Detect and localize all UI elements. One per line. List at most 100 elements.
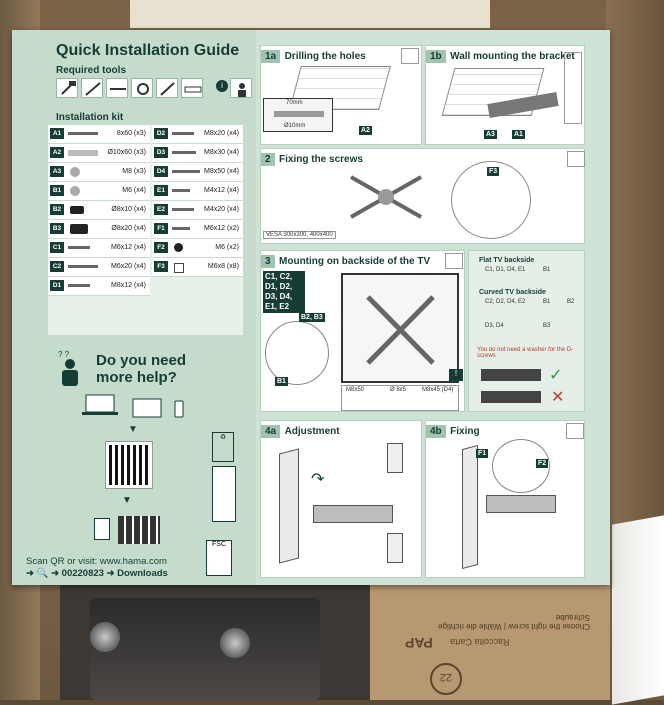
insert-side-text: Choose the right screw | Wähle die richt…	[438, 613, 590, 631]
tag-f1: F1	[476, 449, 489, 458]
tag-a3: A3	[484, 130, 497, 139]
person-question-icon: ? ?	[56, 348, 84, 386]
screwdriver-icon	[81, 78, 103, 98]
screw-m8x50: M8x50	[346, 387, 365, 393]
svg-text:? ?: ? ?	[58, 350, 70, 359]
step-2-panel: 2 Fixing the screws F3 VESA 300x300, 400…	[260, 148, 585, 244]
level-icon	[181, 78, 203, 98]
screwdriver-icon	[445, 253, 463, 269]
installation-kit-heading: Installation kit	[56, 112, 124, 123]
wrench-icon	[131, 78, 153, 98]
step-title: Drilling the holes	[284, 51, 366, 62]
warning-icon: !	[449, 369, 463, 381]
tilt-arrow-icon: ↷	[311, 471, 325, 488]
wall-plate-drawing	[387, 533, 403, 563]
screwdriver-icon	[567, 151, 585, 167]
tools-sidebar	[564, 52, 582, 124]
vesa-plate-drawing	[341, 167, 431, 227]
help-line-1: Do you need	[96, 352, 187, 369]
right-box-flap	[606, 0, 664, 560]
flat-b1: B1	[543, 267, 551, 273]
tablet-icon	[132, 398, 162, 418]
curved-b2: B2	[567, 299, 575, 305]
tag-f2: F2	[536, 459, 549, 468]
wall-plate-drawing	[387, 443, 403, 473]
arm-drawing	[313, 505, 393, 523]
vesa-label: VESA 300x300, 400x400	[263, 231, 336, 239]
manual-icon	[94, 518, 110, 540]
tv-side-drawing	[279, 448, 299, 564]
bracket-arm	[90, 598, 320, 700]
tv-back-drawing	[341, 273, 459, 383]
pencil-icon	[156, 78, 178, 98]
step-number: 4b	[426, 425, 446, 438]
recycle-text: Raccolta Carta	[450, 637, 510, 647]
step-4b-panel: 4b Fixing F1 F2	[425, 420, 585, 578]
tag-a2: A2	[359, 126, 372, 135]
step-number: 1a	[261, 50, 281, 63]
step-number: 4a	[261, 425, 281, 438]
qr-code[interactable]	[106, 442, 152, 488]
info-icon: i	[216, 80, 228, 92]
step-number: 1b	[426, 50, 446, 63]
screwdriver-icon	[566, 423, 584, 439]
scan-text: Scan QR or visit: www.hama.com	[26, 556, 167, 567]
step-title: Wall mounting the bracket	[450, 51, 575, 62]
check-icon: ✓	[549, 367, 563, 384]
hammer-icon	[56, 78, 78, 98]
step-title: Fixing	[450, 426, 480, 437]
flat-title: Flat TV backside	[479, 257, 535, 264]
spacer-8x5: Ø 8x5	[390, 387, 407, 393]
help-line-2: more help?	[96, 369, 177, 386]
helper-icon	[230, 78, 252, 98]
drill-bit-icon	[106, 78, 128, 98]
guide-title: Quick Installation Guide	[56, 42, 240, 59]
top-flap-edge	[130, 0, 490, 28]
diameter-label: Ø10mm	[284, 123, 306, 129]
download-pages-icon	[118, 516, 160, 544]
cross-icon: ✕	[551, 389, 565, 406]
curved-b1: B1	[543, 299, 551, 305]
detail-circle	[265, 321, 329, 385]
step-1a-panel: 1a Drilling the holes 70mm Ø10mm A2	[260, 45, 422, 145]
laptop-icon	[82, 394, 118, 416]
d-b3: B3	[543, 323, 551, 329]
white-box-wall	[612, 515, 664, 705]
step-4a-panel: 4a Adjustment ↷	[260, 420, 422, 578]
drill-diagram: 70mm Ø10mm	[263, 98, 333, 132]
d-codes: D3, D4	[485, 323, 504, 329]
required-tools-heading: Required tools	[56, 65, 127, 76]
depth-label: 70mm	[286, 100, 303, 106]
arrow-down-icon: ▼	[128, 424, 138, 435]
screw-m8x45: M8x45 (D4)	[422, 387, 454, 393]
step-number: 3	[261, 255, 275, 268]
flat-codes: C1, D1, D4, E1	[485, 267, 526, 273]
tag-a1: A1	[512, 130, 525, 139]
curved-title: Curved TV backside	[479, 289, 546, 296]
screw-codes: C1, C2, D1, D2, D3, D4, E1, E2	[263, 271, 305, 313]
bolt-right	[220, 628, 250, 658]
bolt-left	[90, 622, 120, 652]
tag-b1: B1	[275, 377, 288, 386]
detail-circle	[451, 161, 531, 239]
recycle-icon: 22	[430, 663, 462, 695]
correct-screw-drawing	[481, 369, 541, 381]
arrow-down-icon: ▼	[122, 495, 132, 506]
recycle-code: PAP	[405, 635, 433, 651]
step-3-panel: 3 Mounting on backside of the TV C1, C2,…	[260, 250, 465, 412]
